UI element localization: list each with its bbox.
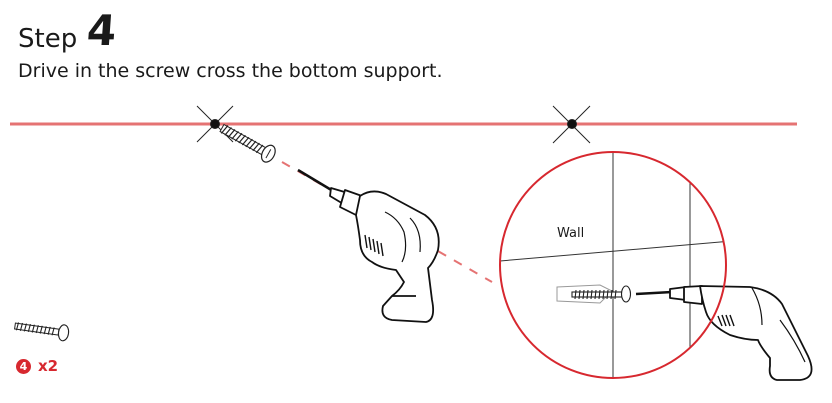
step-title: Step 4 — [18, 2, 118, 55]
detail-drill-icon — [635, 285, 813, 381]
part-screw-icon — [14, 322, 70, 342]
drill-icon — [297, 168, 440, 323]
drill-mark-icon-left — [196, 105, 234, 143]
detail-screw-icon — [571, 285, 632, 303]
part-number-badge: 4 — [16, 358, 31, 374]
drill-mark-icon-right — [552, 105, 591, 144]
quantity-text: x2 — [38, 357, 59, 375]
wall-label: Wall — [557, 226, 585, 241]
step-word: Step — [18, 24, 78, 54]
screw-icon — [219, 123, 276, 163]
part-quantity: 4 x2 — [16, 357, 58, 375]
detail-view — [499, 151, 813, 381]
instruction-text: Drive in the screw cross the bottom supp… — [18, 60, 443, 82]
detail-circle — [499, 151, 727, 379]
